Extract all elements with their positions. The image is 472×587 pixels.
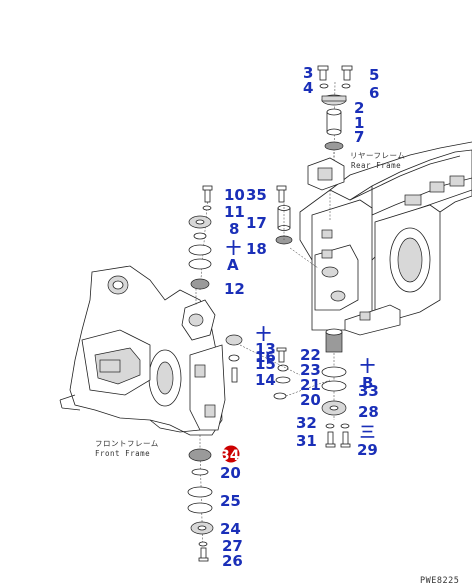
callout-1: 1 (354, 114, 364, 132)
callout-labels: 3 5 4 6 2 1 7 10 35 11 8 17 十 A 18 12 十 … (220, 64, 379, 570)
callout-26: 26 (222, 552, 243, 570)
callout-20-upper: 20 (300, 391, 321, 409)
callout-27: 27 (222, 537, 243, 555)
rear-frame-drawing (299, 141, 472, 336)
callout-10: 10 (224, 186, 245, 204)
callout-17: 17 (246, 214, 267, 232)
callout-6: 6 (369, 84, 379, 102)
front-frame-drawing (59, 265, 226, 450)
callout-4: 4 (303, 79, 313, 97)
callout-33: 33 (358, 382, 379, 400)
callout-11: 11 (224, 203, 245, 221)
callout-28: 28 (358, 403, 379, 421)
callout-B: B (362, 374, 373, 392)
bottom-stack (187, 448, 214, 562)
callout-34-highlight (222, 445, 240, 463)
upper-pin-stack (317, 65, 353, 159)
callout-35: 35 (246, 186, 267, 204)
callout-14: 14 (255, 371, 276, 389)
callout-24: 24 (220, 520, 241, 538)
callout-13: 13 (255, 340, 276, 358)
callout-29: 29 (357, 441, 378, 459)
callout-7: 7 (354, 128, 364, 146)
callout-9b-symbol: 十 (360, 357, 375, 375)
upper-left-stack (188, 185, 319, 291)
callout-23: 23 (300, 361, 321, 379)
callout-34: 34 (220, 448, 240, 464)
callout-15: 15 (255, 355, 276, 373)
callout-3: 3 (303, 64, 313, 82)
callout-12: 12 (224, 280, 245, 298)
callout-19-symbol: 三 (360, 423, 375, 441)
callout-22: 22 (300, 346, 321, 364)
callout-31: 31 (296, 432, 317, 450)
callout-25: 25 (220, 492, 241, 510)
callout-18: 18 (246, 240, 267, 258)
callout-A: A (227, 256, 239, 274)
front-frame-label-en: Front Frame (95, 449, 150, 458)
callout-20-lower: 20 (220, 464, 241, 482)
middle-stack (225, 334, 331, 400)
callout-8: 8 (229, 220, 239, 238)
callout-21: 21 (300, 376, 321, 394)
rear-frame-label-en: Rear Frame (351, 161, 401, 170)
callout-5: 5 (369, 66, 379, 84)
callout-13-symbol: 十 (256, 325, 271, 343)
callout-9-symbol: 十 (226, 239, 241, 257)
callout-2: 2 (354, 99, 364, 117)
callout-16: 16 (255, 348, 276, 366)
rear-frame-label-jp: リヤーフレーム (350, 151, 405, 160)
right-lower-stack (321, 328, 351, 448)
front-frame-label-jp: フロントフレーム (95, 439, 159, 448)
callout-32: 32 (296, 414, 317, 432)
drawing-id: PWE8225 (420, 576, 459, 586)
